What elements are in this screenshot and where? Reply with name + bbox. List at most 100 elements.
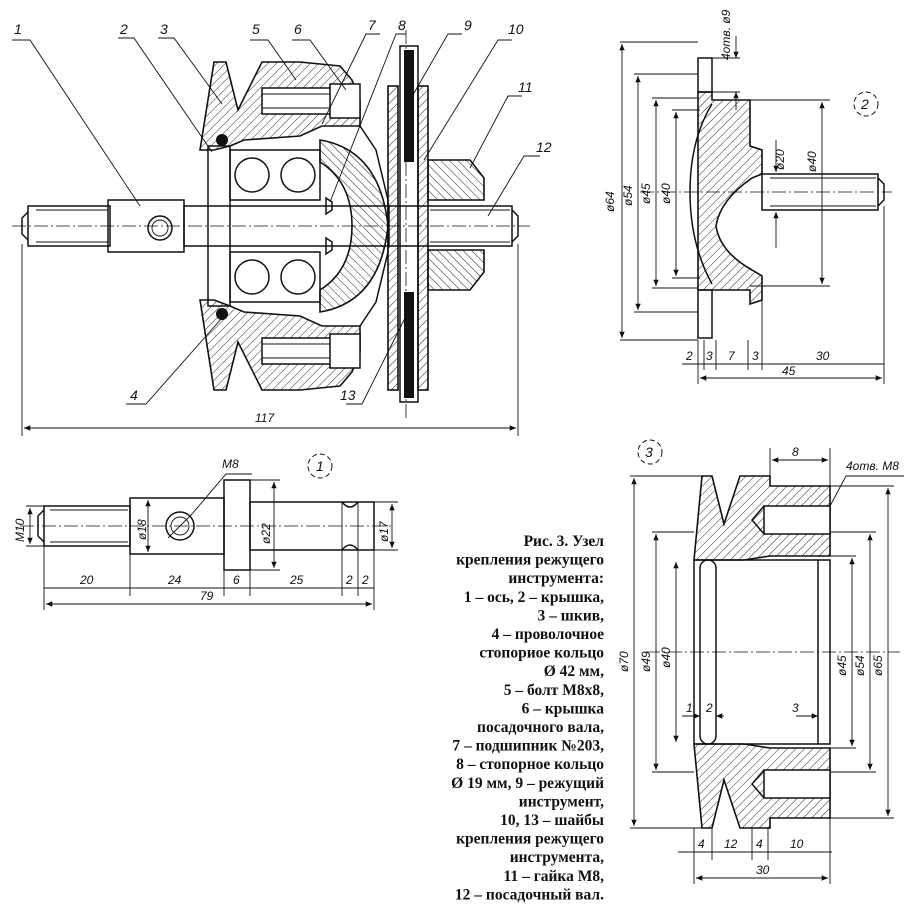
- view-label-3: 3: [645, 444, 653, 460]
- wire-ring-lower: [216, 308, 228, 320]
- dim-part1-d22: ø22: [259, 523, 273, 544]
- callout-3: 3: [160, 21, 168, 37]
- seat-shaft: [387, 205, 513, 247]
- dim-part2-d20: ø20: [773, 149, 787, 170]
- view-label-1: 1: [316, 458, 324, 474]
- part3-view: 8 4отв. M8 ø70 ø49 ø40 ø45 ø54 ø65 1 2 3: [617, 439, 904, 884]
- dim-part3-s3: 3: [792, 701, 799, 715]
- cover: [207, 145, 231, 307]
- callout-12: 12: [536, 139, 552, 155]
- dim-part1-l2b: 2: [361, 573, 369, 587]
- callout-10: 10: [508, 21, 524, 37]
- nut-lower: [427, 249, 485, 291]
- view-label-2: 2: [860, 96, 869, 112]
- caption-line: 12 – посадочный вал.: [455, 886, 604, 903]
- dim-part2-b2: 2: [685, 349, 693, 363]
- dim-part1-d18: ø18: [135, 519, 149, 540]
- dim-part3-s2: 2: [705, 701, 713, 715]
- caption-line: 5 – болт М8x8,: [504, 682, 604, 699]
- dim-part3-d70: ø70: [617, 651, 631, 672]
- dim-part2-d64: ø64: [603, 191, 617, 212]
- dim-part3-d65: ø65: [871, 655, 885, 676]
- dim-part1-l20: 20: [79, 573, 94, 587]
- dim-part3-d40: ø40: [659, 647, 673, 668]
- dim-part2-d45: ø45: [639, 183, 653, 204]
- dim-part2-d40a: ø40: [659, 183, 673, 204]
- callout-13: 13: [340, 387, 356, 403]
- caption-line: 7 – подшипник №203,: [452, 738, 604, 755]
- callout-8: 8: [398, 17, 406, 33]
- part2-view: 4отв. ø9 ø64 ø54 ø45 ø40 ø20 ø40 2: [603, 9, 892, 384]
- bearing-lower: [229, 251, 321, 303]
- dim-part1-l2a: 2: [345, 573, 353, 587]
- part3-lower: [693, 743, 831, 829]
- dim-part1-m8: M8: [222, 457, 239, 471]
- nut-upper: [427, 159, 485, 201]
- dim-part1-l25: 25: [289, 573, 304, 587]
- caption-line: посадочного вала,: [477, 719, 604, 736]
- callout-1: 1: [14, 21, 22, 37]
- dim-part3-s1: 1: [686, 701, 693, 715]
- washer-10: [387, 85, 399, 391]
- caption-line: инструмент,: [519, 793, 604, 810]
- callout-7: 7: [368, 17, 377, 33]
- dim-part3-d54: ø54: [853, 655, 867, 676]
- dim-part2-b3b: 3: [752, 349, 759, 363]
- dim-part2-b45: 45: [782, 364, 796, 378]
- callout-2: 2: [119, 21, 128, 37]
- caption-line: стопориое кольцо: [479, 645, 604, 662]
- part1-collar: [223, 479, 251, 571]
- callout-4: 4: [130, 387, 138, 403]
- dim-part3-b12: 12: [724, 837, 738, 851]
- dim-part2-b3a: 3: [706, 349, 713, 363]
- dim-part1-l79: 79: [200, 589, 214, 603]
- dim-part1-l24: 24: [167, 573, 182, 587]
- caption-line: 11 – гайка М8,: [504, 868, 605, 885]
- caption-line: Рис. 3. Узел: [524, 533, 605, 550]
- dim-part1-m10: M10: [13, 518, 27, 542]
- caption-line: 3 – шкив,: [538, 607, 605, 624]
- dim-part3-d45: ø45: [835, 655, 849, 676]
- part1-view: M10 ø18 ø22 ø17 M8 20 24 6 25 2 2 79 1: [13, 453, 398, 610]
- bolt-head-upper: [329, 83, 361, 119]
- dim-part2-holes: 4отв. ø9: [719, 9, 733, 60]
- caption-line: инструмента,: [510, 849, 604, 866]
- dim-part3-d49: ø49: [639, 651, 653, 672]
- callout-9: 9: [464, 17, 472, 33]
- washer-13: [417, 85, 429, 391]
- dim-part3-b10: 10: [790, 837, 804, 851]
- dim-part1-l6: 6: [233, 573, 240, 587]
- callout-6: 6: [294, 21, 302, 37]
- callout-5: 5: [252, 21, 260, 37]
- dim-part2-d40b: ø40: [805, 151, 819, 172]
- dim-part3-b4a: 4: [698, 837, 705, 851]
- callout-11: 11: [518, 79, 533, 95]
- caption-line: 4 – проволочное: [492, 626, 604, 643]
- wire-ring-upper: [216, 134, 228, 146]
- caption-line: Ø 19 мм, 9 – режущий: [451, 775, 604, 792]
- dim-part3-w8: 8: [792, 445, 799, 459]
- part3-upper: [693, 475, 831, 561]
- caption-line: 6 – крышка: [522, 700, 605, 717]
- caption-line: Ø 42 мм,: [544, 663, 604, 680]
- assembly-view: 117 1 2 3 5 6 7 8 9 10 11 12 4 13: [12, 17, 552, 436]
- caption-line: инструмента:: [508, 570, 604, 587]
- caption-line: крепления режущего: [456, 552, 604, 569]
- caption-line: 10, 13 – шайбы: [500, 812, 604, 829]
- dim-part2-d54: ø54: [621, 185, 635, 206]
- axle-hole: [147, 215, 173, 241]
- dim-overall-length: 117: [255, 411, 275, 425]
- caption-line: 8 – стопорное кольцо: [456, 756, 604, 773]
- dim-part3-b30: 30: [756, 863, 770, 877]
- part2-body: [697, 91, 763, 306]
- dim-part3-b4b: 4: [756, 837, 763, 851]
- dim-part2-b30: 30: [816, 349, 830, 363]
- caption-line: крепления режущего: [456, 831, 604, 848]
- dim-part2-b7: 7: [728, 349, 736, 363]
- caption-line: 1 – ось, 2 – крышка,: [464, 589, 604, 606]
- dim-part1-d17: ø17: [377, 520, 391, 542]
- dim-part3-holes: 4отв. M8: [846, 459, 899, 473]
- bolt-head-lower: [329, 333, 361, 369]
